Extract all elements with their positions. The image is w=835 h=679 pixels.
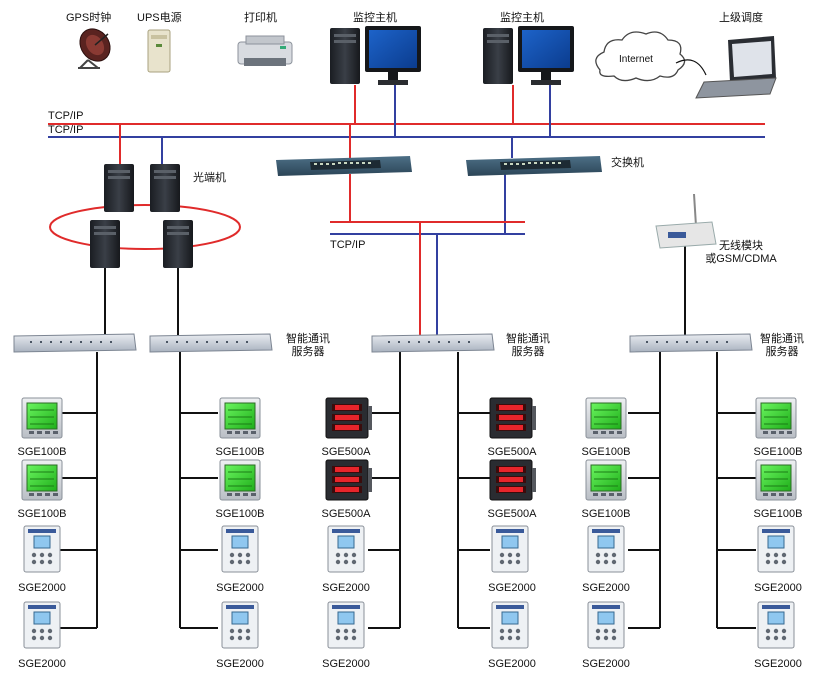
upper-dispatch-label: 上级调度 [719, 12, 763, 24]
comm-server-2-label: 智能通讯 服务器 [506, 333, 550, 359]
ups-power-label: UPS电源 [137, 12, 182, 24]
sge2000-protection-relay-icon [23, 525, 61, 573]
sge2000-protection-relay-icon [757, 601, 795, 649]
device-label: SGE100B [753, 508, 803, 520]
device-label: SGE2000 [18, 582, 66, 594]
device-label: SGE100B [215, 446, 265, 458]
sge500a-meter-icon [325, 397, 372, 439]
printer-label: 打印机 [244, 12, 277, 24]
sge500a-meter-icon [489, 459, 536, 501]
comm-server-1b-icon [149, 333, 273, 353]
device-label: SGE2000 [582, 658, 630, 670]
device-label: SGE100B [581, 508, 631, 520]
comm-server-label-line2: 服务器 [291, 346, 325, 358]
device-label: SGE2000 [216, 658, 264, 670]
sge100b-meter-icon [21, 397, 63, 439]
device-label: SGE100B [581, 446, 631, 458]
device-label: SGE100B [753, 446, 803, 458]
sge100b-meter-icon [219, 459, 261, 501]
optical-terminal-label: 光端机 [193, 172, 226, 184]
sge2000-protection-relay-icon [221, 525, 259, 573]
wireless-module-label: 无线模块 或GSM/CDMA [705, 240, 777, 266]
sge100b-meter-icon [21, 459, 63, 501]
wireless-module-line1: 无线模块 [719, 240, 763, 252]
optical-fiber-ring [49, 204, 241, 250]
sge500a-meter-icon [489, 397, 536, 439]
sge500a-meter-icon [325, 459, 372, 501]
device-label: SGE2000 [754, 582, 802, 594]
device-label: SGE2000 [488, 582, 536, 594]
comm-server-2-icon [371, 333, 495, 353]
sge2000-protection-relay-icon [327, 525, 365, 573]
device-label: SGE100B [215, 508, 265, 520]
device-label: SGE500A [487, 508, 537, 520]
sge100b-meter-icon [755, 459, 797, 501]
monitoring-host-2-icon [483, 26, 574, 85]
sge2000-protection-relay-icon [491, 525, 529, 573]
comm-server-1-icon [13, 333, 137, 353]
sge2000-protection-relay-icon [587, 525, 625, 573]
optical-terminal-tower-icon [90, 220, 120, 268]
sge100b-meter-icon [755, 397, 797, 439]
comm-server-3-label: 智能通讯 服务器 [760, 333, 804, 359]
switch-2-icon [466, 156, 602, 176]
comm-server-label-line1: 智能通讯 [506, 333, 550, 345]
wireless-module-line2: 或GSM/CDMA [705, 253, 777, 265]
tcpip-label-red: TCP/IP [48, 110, 84, 122]
device-label: SGE2000 [322, 658, 370, 670]
device-label: SGE2000 [582, 582, 630, 594]
sge2000-protection-relay-icon [491, 601, 529, 649]
comm-server-1-label: 智能通讯 服务器 [286, 333, 330, 359]
field-device-icons [21, 397, 797, 649]
device-label: SGE100B [17, 508, 67, 520]
optical-terminal-tower-icon [104, 164, 134, 212]
wiring [48, 85, 765, 629]
tcpip-label-middle: TCP/IP [330, 239, 366, 251]
internet-label: Internet [619, 54, 653, 65]
monitoring-host-1-icon [330, 26, 421, 85]
gps-clock-label: GPS时钟 [66, 12, 112, 24]
laptop-icon [675, 36, 777, 99]
sge100b-meter-icon [219, 397, 261, 439]
comm-server-label-line2: 服务器 [765, 346, 799, 358]
sge2000-protection-relay-icon [587, 601, 625, 649]
switch-1-icon [276, 156, 412, 176]
sge2000-protection-relay-icon [23, 601, 61, 649]
device-label: SGE2000 [488, 658, 536, 670]
wireless-modem-icon [655, 193, 717, 249]
device-label: SGE2000 [754, 658, 802, 670]
device-label: SGE500A [321, 446, 371, 458]
comm-server-label-line2: 服务器 [511, 346, 545, 358]
optical-terminal-tower-icon [163, 220, 193, 268]
comm-server-label-line1: 智能通讯 [760, 333, 804, 345]
optical-terminal-tower-icon [150, 164, 180, 212]
device-label: SGE2000 [18, 658, 66, 670]
sge2000-protection-relay-icon [327, 601, 365, 649]
device-label: SGE100B [17, 446, 67, 458]
printer-icon [237, 35, 293, 66]
gps-dish-icon [78, 28, 111, 69]
monitoring-host-1-label: 监控主机 [353, 12, 397, 24]
ups-icon [147, 29, 171, 73]
switch-label: 交换机 [611, 157, 644, 169]
device-label: SGE2000 [322, 582, 370, 594]
device-label: SGE500A [487, 446, 537, 458]
optical-terminal-group [90, 164, 193, 268]
tcpip-label-blue: TCP/IP [48, 124, 84, 136]
sge100b-meter-icon [585, 397, 627, 439]
device-label: SGE500A [321, 508, 371, 520]
sge2000-protection-relay-icon [221, 601, 259, 649]
sge2000-protection-relay-icon [757, 525, 795, 573]
comm-server-3-icon [629, 333, 753, 353]
internet-cloud-icon [595, 31, 686, 82]
sge100b-meter-icon [585, 459, 627, 501]
comm-server-label-line1: 智能通讯 [286, 333, 330, 345]
device-label: SGE2000 [216, 582, 264, 594]
monitoring-host-2-label: 监控主机 [500, 12, 544, 24]
